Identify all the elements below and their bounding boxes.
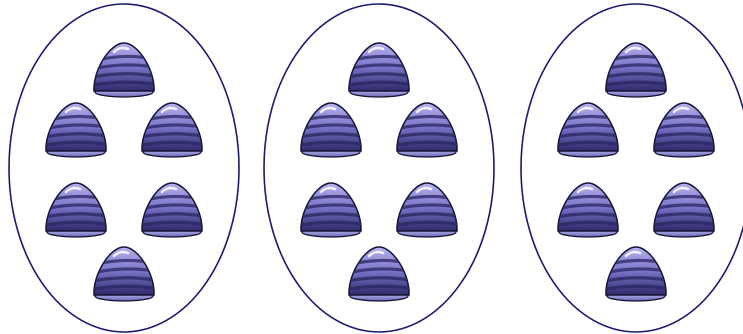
shell-icon (391, 183, 463, 237)
shell-icon (88, 247, 160, 301)
shell-icon (295, 103, 367, 157)
shell-icon (136, 183, 208, 237)
shell-icon (391, 103, 463, 157)
shell-icon (648, 183, 720, 237)
shell-icon (648, 103, 720, 157)
shell-icon (40, 183, 112, 237)
shell-icon (295, 183, 367, 237)
shell-icon (343, 43, 415, 97)
shell-icon (552, 183, 624, 237)
shell-icon (600, 247, 672, 301)
shell-icon (552, 103, 624, 157)
shell-icon (343, 247, 415, 301)
shell-icon (600, 43, 672, 97)
shell-icon (136, 103, 208, 157)
shell-icon (88, 43, 160, 97)
shell-icon (40, 103, 112, 157)
